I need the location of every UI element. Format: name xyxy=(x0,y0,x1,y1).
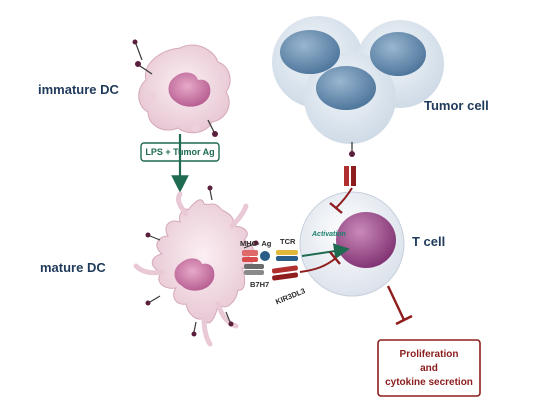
tcr-label: TCR xyxy=(280,237,296,246)
immature-dc-receptor xyxy=(132,39,153,75)
b7h7-label: B7H7 xyxy=(250,280,269,289)
b7h7-ligand xyxy=(244,264,264,275)
mhc-ag-label: MHC- Ag xyxy=(240,239,272,248)
mature-dc-receptor xyxy=(145,185,259,337)
kir-inhibition xyxy=(299,257,337,273)
outcome-box: Proliferation and cytokine secretion xyxy=(377,339,481,397)
activation-label: Activation xyxy=(311,231,346,238)
outcome-line-3: cytokine secretion xyxy=(385,377,473,388)
tumor-t-receptor xyxy=(344,166,356,186)
outcome-line-2: and xyxy=(420,363,438,374)
t-cell xyxy=(271,166,405,297)
mature-dc-cell xyxy=(133,185,270,347)
immature-dc-nucleus xyxy=(168,72,211,107)
tumor-cell-cluster xyxy=(272,16,444,157)
immature-dc-label: immature DC xyxy=(38,82,120,97)
tumor-nucleus xyxy=(280,30,340,74)
tcr-receptor xyxy=(276,250,298,261)
kir3dl3-label: KIR3DL3 xyxy=(274,286,306,306)
t-cell-label: T cell xyxy=(412,234,445,249)
t-cell-nucleus xyxy=(336,212,396,268)
kir3dl3-receptor xyxy=(271,265,299,281)
tumor-nucleus xyxy=(370,32,426,76)
outcome-line-1: Proliferation xyxy=(400,349,459,360)
immature-dc-receptor xyxy=(207,119,218,137)
mature-dc-label: mature DC xyxy=(40,260,106,275)
mature-dc-nucleus xyxy=(174,258,215,291)
tumor-inhibition xyxy=(335,187,353,209)
immature-dc-cell xyxy=(132,39,231,137)
activation-arrow xyxy=(301,243,350,260)
outcome-inhibition xyxy=(386,285,406,321)
tumor-nucleus xyxy=(316,66,376,110)
tumor-cell-label: Tumor cell xyxy=(424,98,489,113)
mhc-ag-receptor xyxy=(242,250,270,262)
